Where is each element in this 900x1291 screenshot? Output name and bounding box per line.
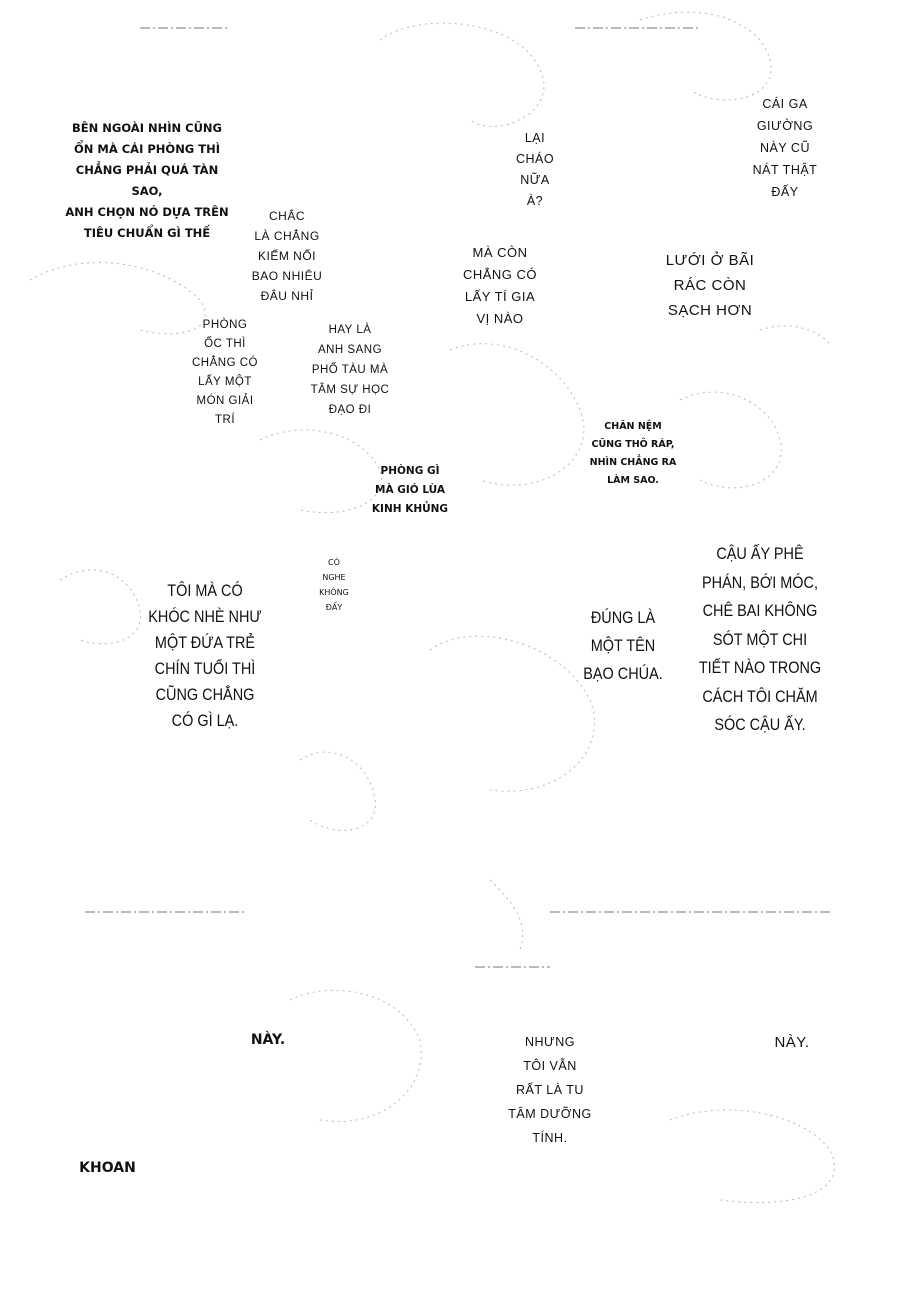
dialogue-rough-blanket: CHĂN NỆM CŨNG THÔ RÁP, NHÌN CHẲNG RA LÀM…	[589, 421, 677, 486]
narration-still-patient: NHƯNG TÔI VẪN RẤT LÀ TU TÂM DƯỠNG TÍNH.	[508, 1035, 592, 1145]
dialogue-room-standard: BÊN NGOÀI NHÌN CŨNG ỔN MÀ CÁI PHÒNG THÌ …	[65, 121, 229, 240]
sketch-figure-right	[679, 391, 782, 489]
sketch-figure-top	[379, 22, 545, 127]
sketch-figure-lower-left	[299, 751, 376, 831]
sketch-figure-left	[29, 262, 206, 335]
dialogue-drafty-room: PHÒNG GÌ MÀ GIÓ LÙA KINH KHỦNG	[371, 465, 449, 515]
sketch-figure-mid-left	[259, 429, 382, 514]
dialogue-no-entertainment: PHÒNG ỐC THÌ CHẲNG CÓ LẤY MỘT MÓN GIẢI T…	[192, 319, 258, 426]
dialogue-wait: KHOAN	[79, 1160, 136, 1176]
narration-crying-child: TÔI MÀ CÓ KHÓC NHÈ NHƯ MỘT ĐỨA TRẺ CHÍN …	[148, 581, 262, 730]
sketch-detail-right	[759, 325, 831, 346]
dialogue-no-seasoning: MÀ CÒN CHẲNG CÓ LẤY TÍ GIA VỊ NÀO	[462, 245, 538, 326]
dialogue-bedsheet: CÁI GA GIƯỜNG NÀY CŨ NÁT THẬT ĐẤY	[752, 97, 818, 199]
dialogue-porridge-again: LẠI CHÁO NỮA À?	[515, 131, 555, 208]
sketch-figure-top-right	[639, 11, 772, 101]
sketch-figure-far-left	[59, 569, 141, 645]
narration-criticized-care: CẬU ẤY PHÊ PHÁN, BỚI MÓC, CHÊ BAI KHÔNG …	[698, 544, 822, 734]
dialogue-garbage-cleaner: LƯỚI Ở BÃI RÁC CÒN SẠCH HƠN	[665, 252, 755, 319]
sketch-detail-center	[489, 879, 524, 951]
narration-tyrant: ĐÚNG LÀ MỘT TÊN BẠO CHÚA.	[583, 608, 663, 683]
dialogue-are-you-listening: CÓ NGHE KHÔNG ĐẤY	[319, 558, 349, 612]
dialogue-chinatown: HAY LÀ ANH SANG PHỐ TÀU MÀ TÂM SỰ HỌC ĐẠ…	[310, 324, 390, 416]
sketch-figure-lower-center	[429, 635, 595, 792]
dialogue-hey-left: NÀY.	[250, 1032, 286, 1048]
dialogue-hey-right: NÀY.	[774, 1034, 810, 1051]
sketch-figure-bottom-right	[669, 1109, 835, 1203]
dialogue-cant-earn: CHẮC LÀ CHẲNG KIẾM NỔI BAO NHIÊU ĐÂU NHỈ	[251, 209, 323, 303]
sketch-figure-center	[449, 343, 585, 486]
sketch-figure-bottom-left	[289, 989, 422, 1122]
